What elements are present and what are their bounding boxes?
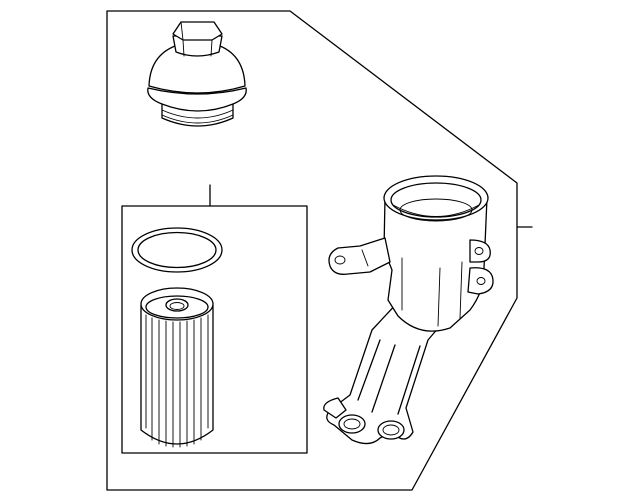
o-ring-seal-icon [131, 227, 223, 273]
oil-filter-element-icon [140, 287, 214, 448]
assembly-outline [106, 10, 518, 491]
oil-filter-cap-icon [147, 21, 247, 127]
oil-filter-housing-icon [323, 175, 494, 445]
filter-kit-box [121, 205, 308, 454]
